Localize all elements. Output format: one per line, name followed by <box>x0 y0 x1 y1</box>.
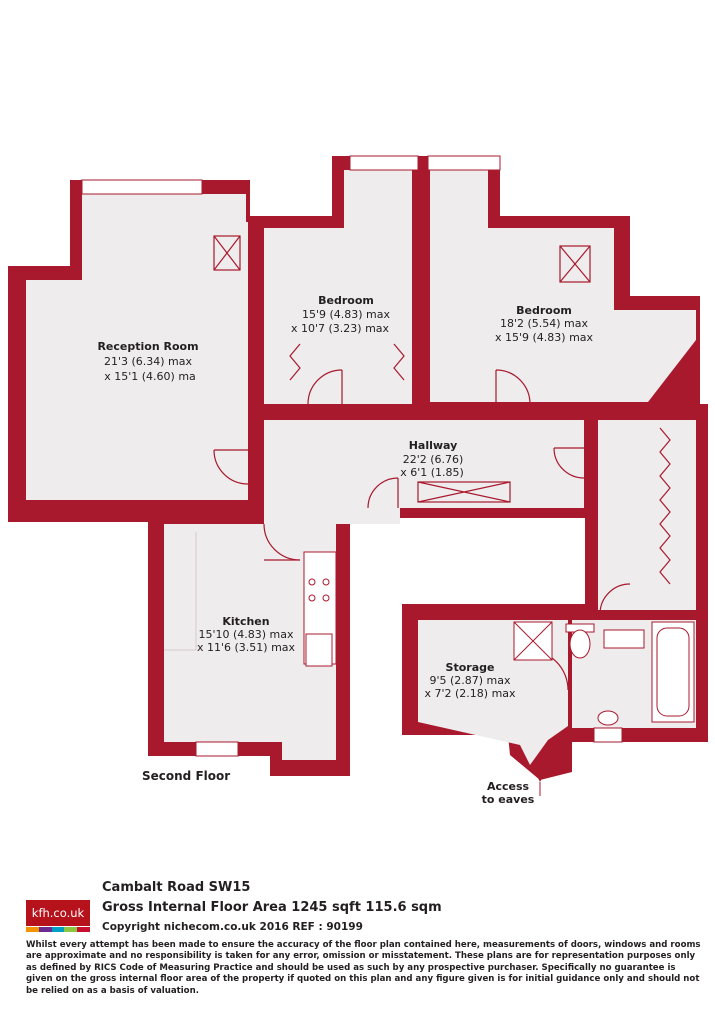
logo-swatch-1 <box>26 927 39 932</box>
eaves-label: to eaves <box>482 793 535 806</box>
bedroom1-dim1: 15'9 (4.83) max <box>302 308 391 321</box>
logo-color-strip <box>26 927 90 932</box>
hallway-name: Hallway <box>409 439 458 452</box>
kitchen-dim2: x 11'6 (3.51) max <box>197 641 296 654</box>
bath-fixtures <box>513 621 695 726</box>
bedroom2-dim2: x 15'9 (4.83) max <box>495 331 594 344</box>
logo-swatch-5 <box>77 927 90 932</box>
hallway-dim2: x 6'1 (1.85) <box>400 466 464 479</box>
storage-dim1: 9'5 (2.87) max <box>429 674 511 687</box>
logo-swatch-2 <box>38 927 52 932</box>
property-address: Cambalt Road SW15 <box>102 880 251 895</box>
floors <box>26 170 696 765</box>
copyright-line: Copyright nichecom.co.uk 2016 REF : 9019… <box>102 921 363 933</box>
bedroom1-dim2: x 10'7 (3.23) max <box>291 322 390 335</box>
storage-dim2: x 7'2 (2.18) max <box>424 687 516 700</box>
kitchen-fixtures <box>164 532 337 667</box>
logo-text: kfh.co.uk <box>26 900 90 926</box>
bedroom1-name: Bedroom <box>318 294 374 307</box>
kitchen-dim1: 15'10 (4.83) max <box>198 628 294 641</box>
reception-dim2: x 15'1 (4.60) ma <box>104 370 196 383</box>
skylights <box>213 235 591 503</box>
bedroom2-dim1: 18'2 (5.54) max <box>500 317 589 330</box>
floor-label: Second Floor <box>142 769 230 783</box>
hallway-dim1: 22'2 (6.76) <box>403 453 464 466</box>
bedroom2-name: Bedroom <box>516 304 572 317</box>
windows <box>81 155 623 757</box>
gross-internal-area: Gross Internal Floor Area 1245 sqft 115.… <box>102 900 442 915</box>
kitchen-name: Kitchen <box>222 615 269 628</box>
logo-swatch-4 <box>64 927 78 932</box>
access-label: Access <box>487 780 530 793</box>
logo-swatch-3 <box>51 927 65 932</box>
eaves-arrow <box>535 772 545 796</box>
storage-name: Storage <box>446 661 495 674</box>
kfh-logo: kfh.co.uk <box>26 900 90 932</box>
room-labels: Reception Room 21'3 (6.34) max x 15'1 (4… <box>97 294 593 806</box>
disclaimer-text: Whilst every attempt has been made to en… <box>26 940 701 996</box>
doors <box>213 343 671 691</box>
reception-name: Reception Room <box>97 340 198 353</box>
reception-dim1: 21'3 (6.34) max <box>104 355 193 368</box>
